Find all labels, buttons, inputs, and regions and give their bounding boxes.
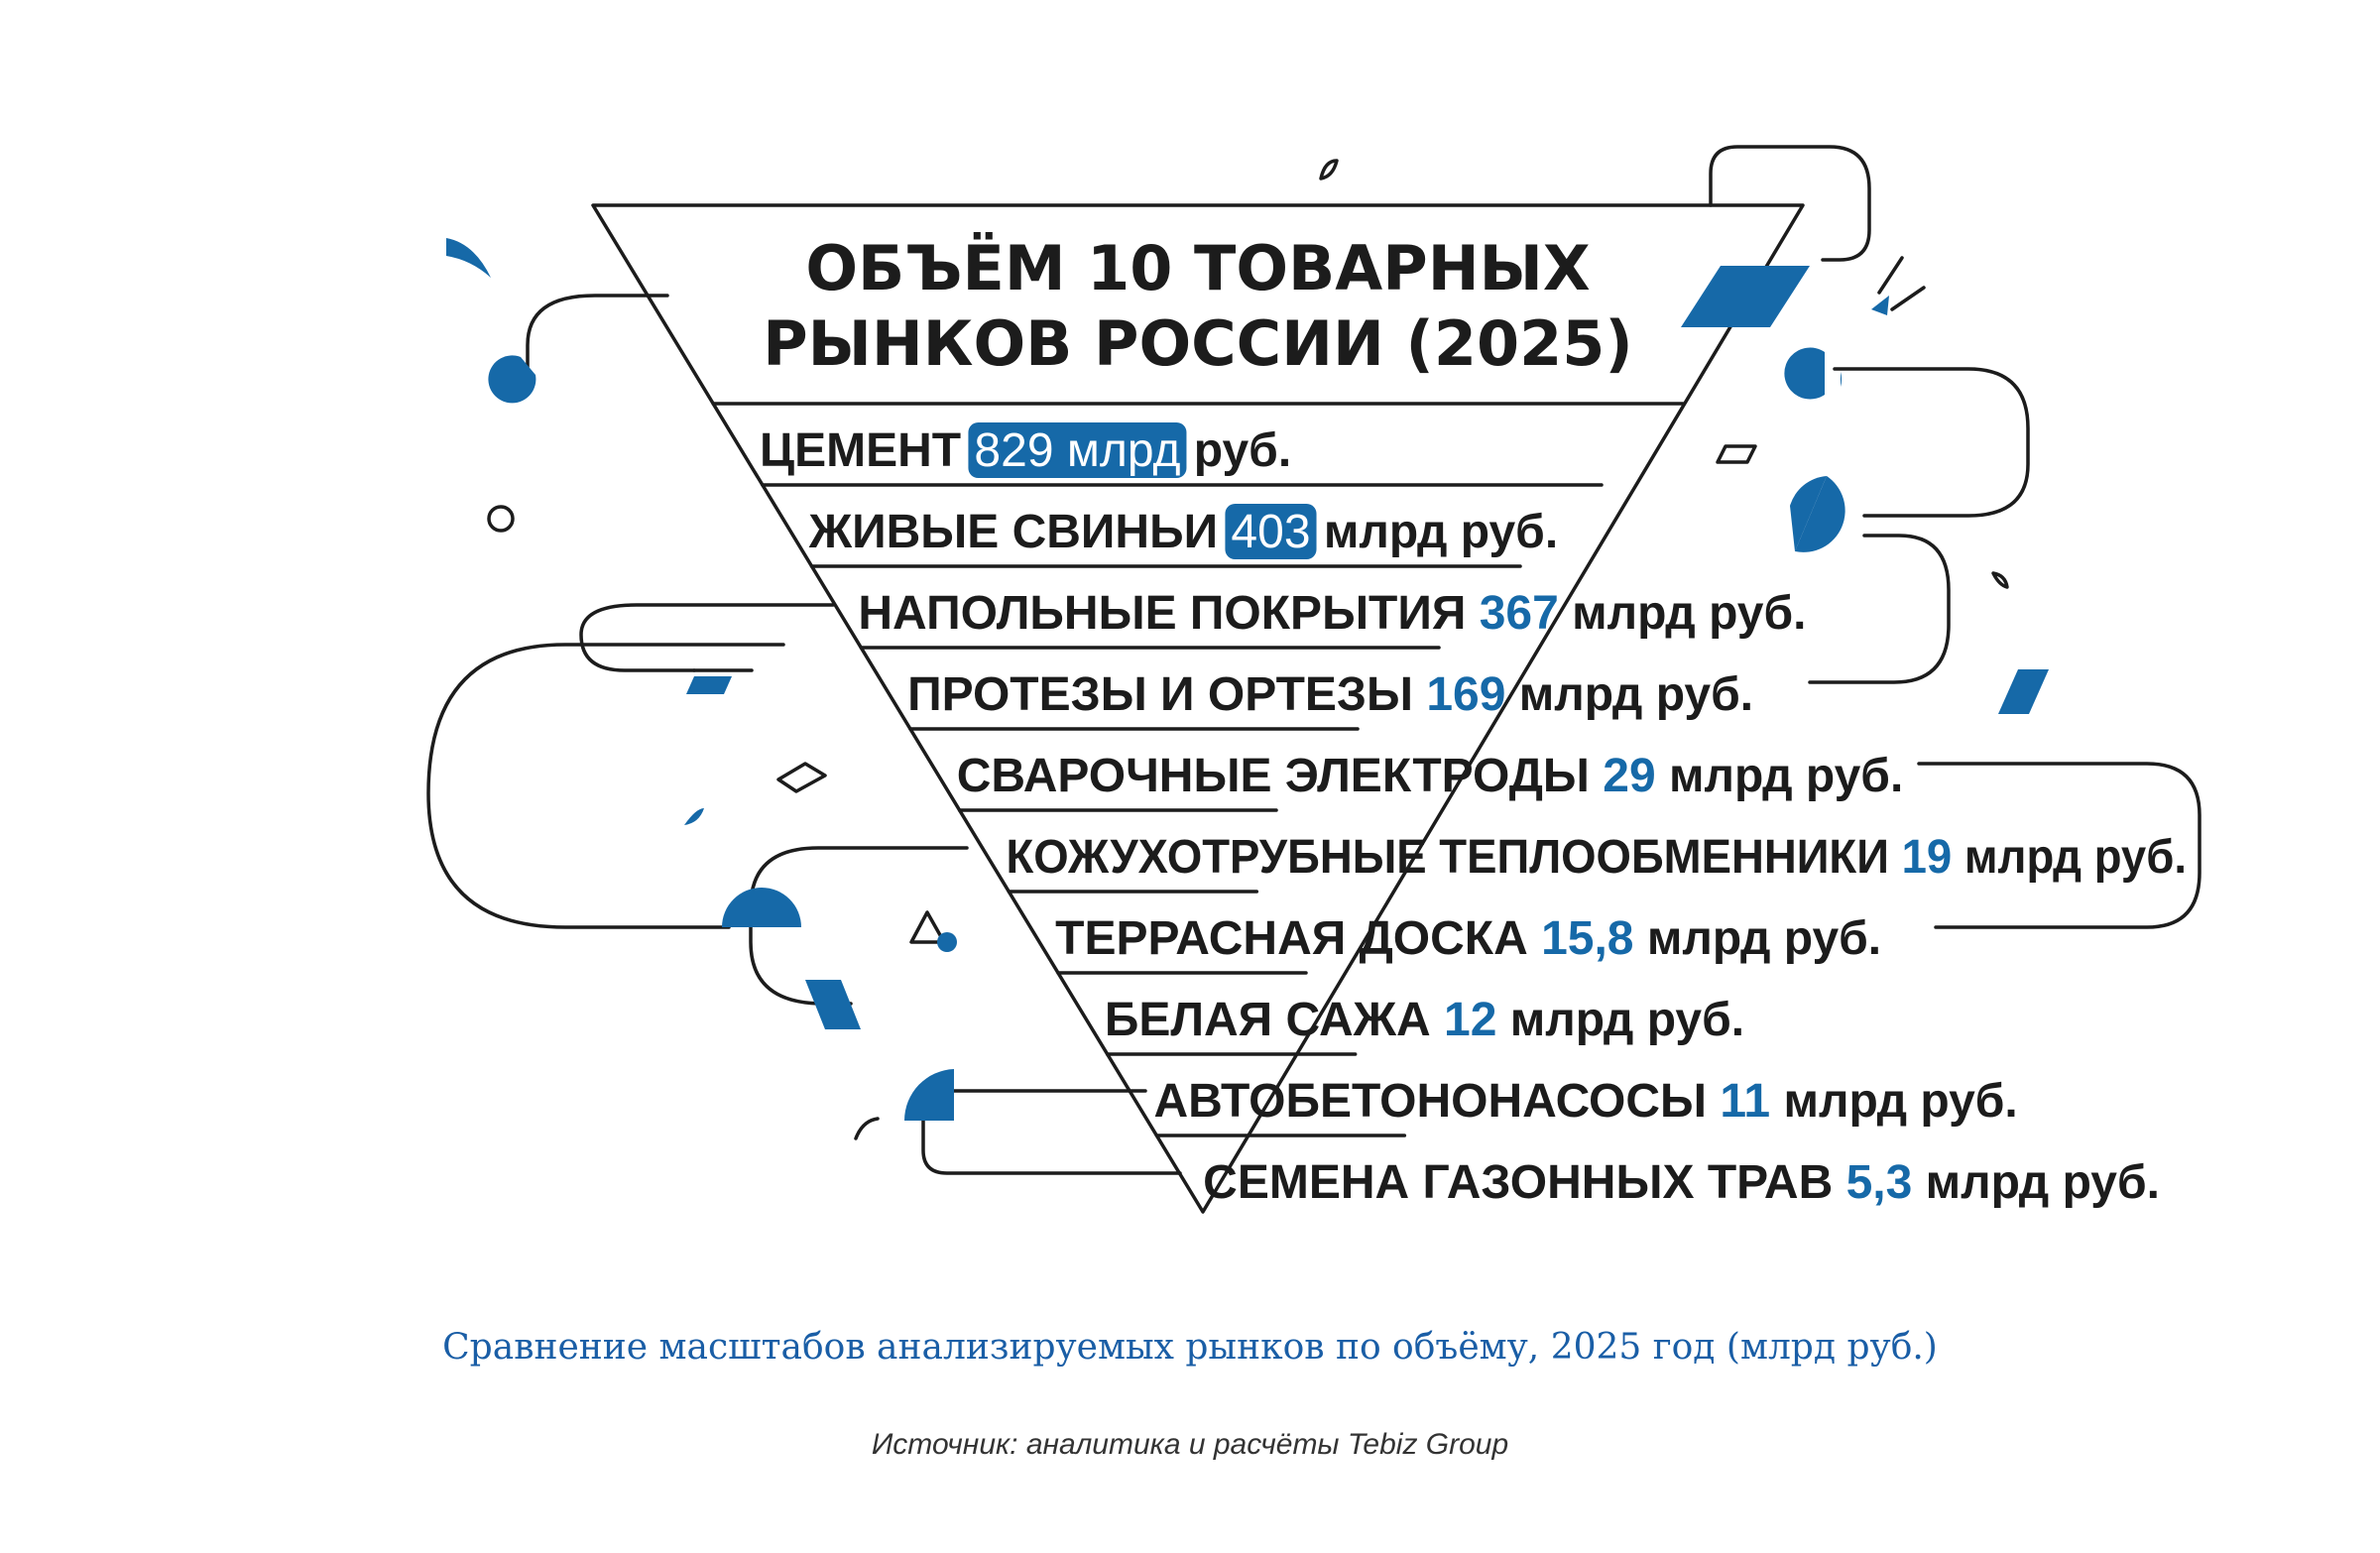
market-unit: млрд руб. (1656, 750, 1904, 802)
market-unit: млрд руб. (1505, 668, 1753, 721)
market-row-text: БЕЛАЯ САЖА 12 млрд руб. (1105, 994, 1744, 1046)
funnel-diagram: ОБЪЁМ 10 ТОВАРНЫХ РЫНКОВ РОССИИ (2025) Ц… (426, 145, 2202, 1214)
market-value: 403 (1231, 506, 1310, 558)
market-name: БЕЛАЯ САЖА (1105, 994, 1444, 1046)
row-dividers (711, 402, 1685, 1137)
blue-pie (1795, 476, 1845, 552)
value-highlight-box (968, 422, 1187, 478)
market-row: ЖИВЫЕ СВИНЬИ 403 млрд руб. (808, 504, 1558, 559)
market-row: ПРОТЕЗЫ И ОРТЕЗЫ 169 млрд руб. (907, 668, 1753, 721)
blue-half-circle (1840, 357, 1842, 387)
diagram-title-line-1: ОБЪЁМ 10 ТОВАРНЫХ (805, 232, 1590, 304)
blue-dot (937, 932, 957, 952)
connector-curve (921, 1089, 1182, 1175)
market-value: 11 (1720, 1075, 1770, 1128)
market-unit: руб. (1180, 424, 1291, 477)
market-name: ЦЕМЕНТ (760, 424, 974, 477)
market-name: КОЖУХОТРУБНЫЕ ТЕПЛООБМЕННИКИ (1006, 831, 1901, 884)
market-unit: млрд руб. (1496, 994, 1744, 1046)
market-name: ЖИВЫЕ СВИНЬИ (808, 506, 1232, 558)
market-row: АВТОБЕТОНОНАСОСЫ 11 млрд руб. (1154, 1075, 2018, 1128)
market-value: 5,3 (1846, 1156, 1913, 1209)
market-row: НАПОЛЬНЫЕ ПОКРЫТИЯ 367 млрд руб. (858, 587, 1806, 640)
market-value: 367 (1480, 587, 1559, 640)
market-name: СЕМЕНА ГАЗОННЫХ ТРАВ (1203, 1156, 1845, 1209)
market-unit: млрд руб. (1770, 1075, 2018, 1128)
connector-curve (1808, 534, 1951, 684)
market-unit: млрд руб. (1952, 831, 2187, 884)
blue-leaf (684, 808, 704, 825)
tick-mark (1890, 286, 1926, 311)
market-value: 29 (1603, 750, 1655, 802)
connector-curve (854, 1117, 880, 1140)
market-name: АВТОБЕТОНОНАСОСЫ (1154, 1075, 1721, 1128)
market-unit: млрд руб. (1311, 506, 1559, 558)
outline-leaf (1991, 571, 2009, 589)
blue-parallelogram (1998, 669, 2049, 714)
market-name: ПРОТЕЗЫ И ОРТЕЗЫ (907, 668, 1426, 721)
blue-pie (904, 1069, 954, 1121)
market-row-text: ТЕРРАСНАЯ ДОСКА 15,8 млрд руб. (1055, 912, 1881, 965)
connector-curve (1833, 367, 2030, 518)
market-unit: млрд руб. (1633, 912, 1881, 965)
diagram-title-line-2: РЫНКОВ РОССИИ (2025) (763, 307, 1633, 380)
outline-triangle (909, 910, 946, 944)
market-row-text: ЦЕМЕНТ 829 млрд руб. (760, 424, 1291, 477)
market-row-text: КОЖУХОТРУБНЫЕ ТЕПЛООБМЕННИКИ 19 млрд руб… (1006, 831, 2187, 884)
market-row-text: ЖИВЫЕ СВИНЬИ 403 млрд руб. (808, 506, 1558, 558)
market-row-text: ПРОТЕЗЫ И ОРТЕЗЫ 169 млрд руб. (907, 668, 1753, 721)
market-value: 169 (1426, 668, 1505, 721)
outline-rhombus (1716, 444, 1757, 464)
market-row: КОЖУХОТРУБНЫЕ ТЕПЛООБМЕННИКИ 19 млрд руб… (1006, 831, 2187, 884)
source-note: Источник: аналитика и расчёты Tebiz Grou… (871, 1428, 1509, 1461)
connector-curve (426, 643, 785, 929)
market-row-text: СЕМЕНА ГАЗОННЫХ ТРАВ 5,3 млрд руб. (1203, 1156, 2160, 1209)
blue-parallelogram (805, 980, 861, 1029)
connector-curve (749, 846, 969, 1006)
market-row: СВАРОЧНЫЕ ЭЛЕКТРОДЫ 29 млрд руб. (957, 750, 1904, 802)
connector-curve (1709, 145, 1871, 262)
market-unit: млрд руб. (1912, 1156, 2160, 1209)
market-unit: млрд руб. (1559, 587, 1807, 640)
market-row: БЕЛАЯ САЖА 12 млрд руб. (1105, 994, 1744, 1046)
blue-parallelogram (1681, 266, 1810, 327)
funnel-outline (591, 203, 1805, 1214)
market-rows: ЦЕМЕНТ 829 млрд руб. ЖИВЫЕ СВИНЬИ 403 млр… (760, 422, 2187, 1209)
blue-pie (488, 355, 536, 404)
outline-rhombus (776, 762, 827, 793)
market-name: ТЕРРАСНАЯ ДОСКА (1055, 912, 1541, 965)
market-value: 12 (1444, 994, 1496, 1046)
market-row: ТЕРРАСНАЯ ДОСКА 15,8 млрд руб. (1055, 912, 1881, 965)
blue-semicircle (722, 888, 801, 927)
market-value: 829 млрд (974, 424, 1180, 477)
market-row-text: СВАРОЧНЫЕ ЭЛЕКТРОДЫ 29 млрд руб. (957, 750, 1904, 802)
connector-curve (579, 603, 835, 672)
blue-wedge (1871, 296, 1889, 315)
market-row: ЦЕМЕНТ 829 млрд руб. (760, 422, 1291, 478)
market-value: 19 (1902, 831, 1953, 884)
blue-parallelogram (686, 676, 732, 694)
blue-pie (1790, 476, 1827, 551)
market-row-text: АВТОБЕТОНОНАСОСЫ 11 млрд руб. (1154, 1075, 2018, 1128)
market-value: 15,8 (1541, 912, 1633, 965)
market-row-text: НАПОЛЬНЫЕ ПОКРЫТИЯ 367 млрд руб. (858, 587, 1806, 640)
blue-semicircle (1784, 347, 1825, 400)
market-name: НАПОЛЬНЫЕ ПОКРЫТИЯ (858, 587, 1479, 640)
figure-caption: Сравнение масштабов анализируемых рынков… (442, 1327, 1938, 1368)
connector-curve (1917, 762, 2202, 929)
tick-mark (1877, 256, 1904, 295)
outline-circle (487, 505, 515, 533)
value-highlight-box (1225, 504, 1317, 559)
blue-wedge (446, 238, 491, 278)
market-name: СВАРОЧНЫЕ ЭЛЕКТРОДЫ (957, 750, 1604, 802)
outline-leaf (1319, 159, 1339, 180)
market-row: СЕМЕНА ГАЗОННЫХ ТРАВ 5,3 млрд руб. (1203, 1156, 2160, 1209)
